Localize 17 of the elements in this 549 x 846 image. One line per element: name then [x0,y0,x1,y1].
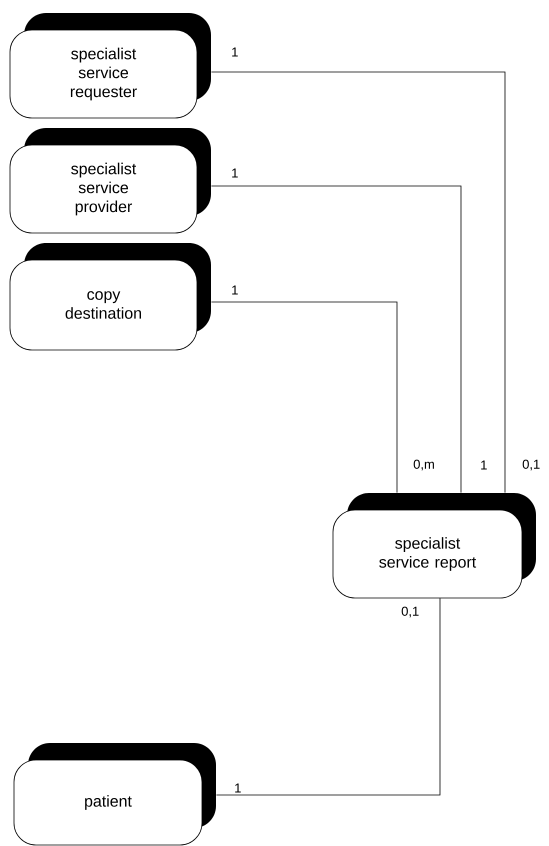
cardinality-label: 1 [235,784,241,792]
entity-box: patient [14,743,216,846]
entity-box: specialist service requester [10,13,211,118]
cardinality-label: 1 [481,460,487,470]
entity-box: copy destination [10,243,211,350]
cardinality-label: 1 [232,286,238,294]
cardinality-label: 1 [232,48,238,56]
cardinality-label: 0,1 [402,606,419,618]
cardinality-label: 1 [232,168,238,178]
cardinality-label: 0,m [414,460,434,470]
connector-line [216,598,440,796]
connector-line [211,72,506,493]
connector-line [211,186,462,493]
cardinality-label: 0,1 [522,460,540,470]
entity-box: specialist service report [332,493,536,598]
entity-box: specialist service provider [10,128,211,234]
connector-line [211,302,398,493]
